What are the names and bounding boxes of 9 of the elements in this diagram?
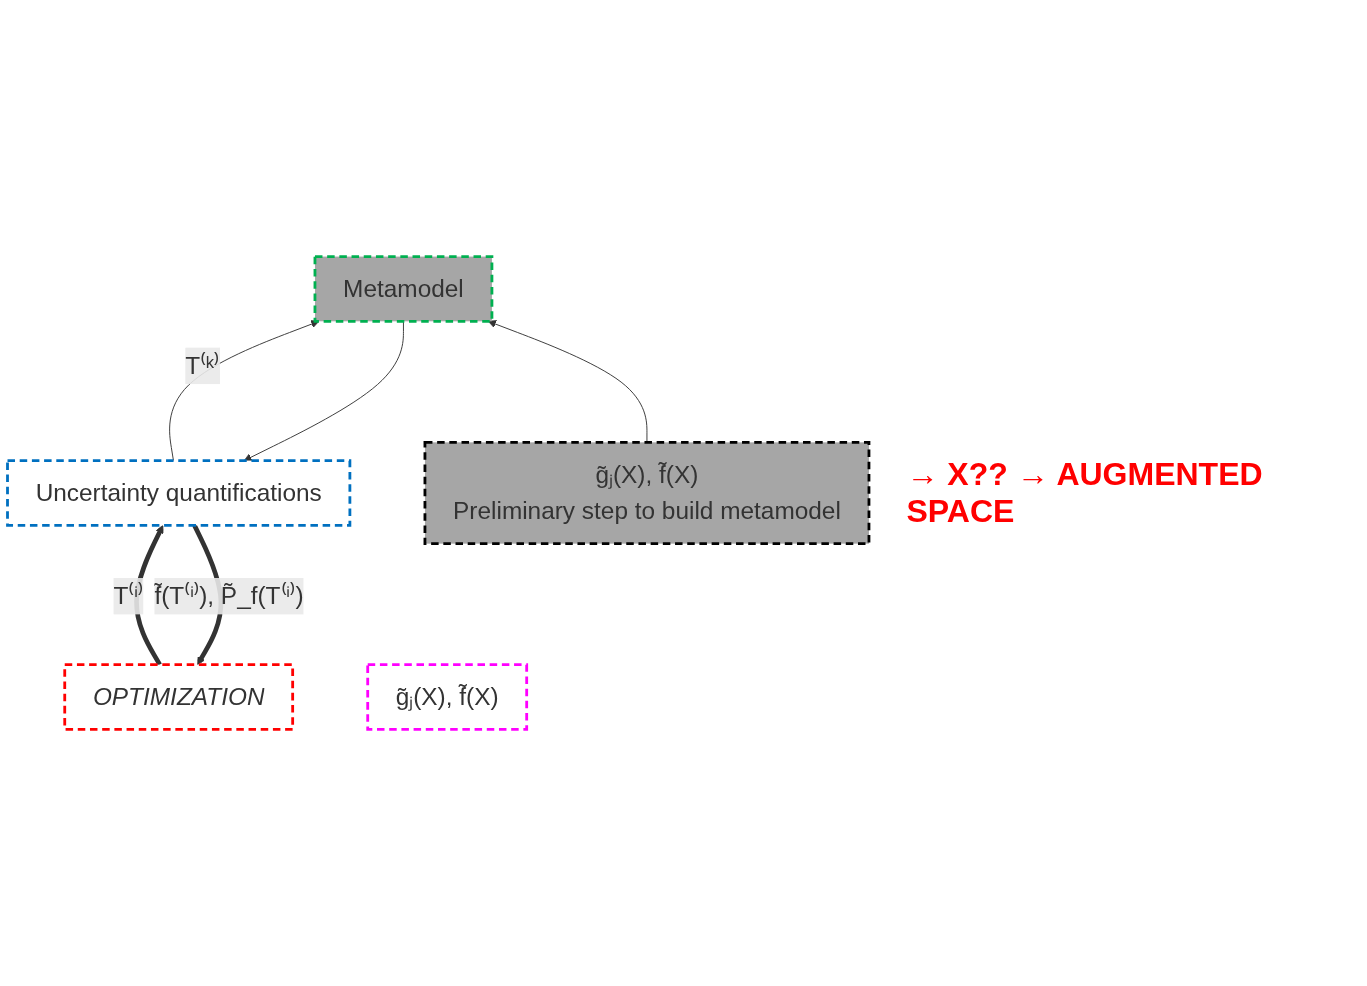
edge-label: T⁽ⁱ⁾ [113,581,144,610]
node-box: g̃ⱼ(X), f̃(X) Preliminary step to build metamodel [423,440,871,546]
node-box: Uncertainty quantifications [6,459,352,527]
edge-label: T⁽ᵏ⁾ [185,351,220,380]
note-text: → X?? → AUGMENTED SPACE [906,456,1264,530]
node-box: OPTIMIZATION [63,663,295,731]
edge-label: f̃(T⁽ⁱ⁾), P̃_f(T⁽ⁱ⁾) [154,581,304,610]
node-box: g̃ⱼ(X), f̃(X) [366,663,529,731]
node-box: Metamodel [313,255,494,323]
